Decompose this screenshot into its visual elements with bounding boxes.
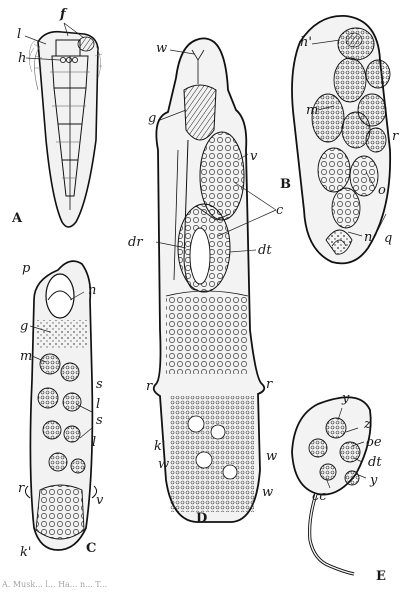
label-b-q: q: [384, 232, 392, 245]
label-d-w-right: w: [266, 450, 277, 463]
figure-a-drawing: [25, 23, 102, 227]
figure-e-label: E: [376, 570, 386, 583]
label-c-p: p: [22, 262, 30, 275]
label-d-v: v: [250, 150, 257, 163]
label-c-s-2: s: [96, 414, 103, 427]
figure-d-drawing: [154, 38, 276, 522]
label-d-k-prime: k': [154, 440, 165, 453]
label-c-k-prime: k': [20, 546, 31, 559]
label-e-y-top: y: [342, 392, 349, 405]
label-b-o: o: [378, 184, 386, 197]
label-a-h: h: [18, 52, 26, 65]
label-e-oe: oe: [366, 436, 382, 449]
figure-c-drawing: [25, 261, 96, 550]
label-b-r: r: [392, 130, 398, 143]
label-c-l-2: l: [92, 436, 96, 449]
label-e-cc: cc: [312, 490, 327, 503]
label-c-n: n: [88, 284, 96, 297]
figure-b-label: B: [280, 178, 291, 191]
label-e-dt: dt: [368, 456, 382, 469]
label-a-l: l: [17, 28, 21, 41]
figure-a-label: A: [12, 212, 22, 225]
label-c-g: g: [20, 320, 28, 333]
label-b-m: m: [306, 104, 318, 117]
label-c-l-1: l: [96, 398, 100, 411]
label-c-r: r: [18, 482, 24, 495]
figure-b-drawing: [292, 16, 390, 264]
label-c-s-1: s: [96, 378, 103, 391]
label-d-dr: dr: [128, 236, 143, 249]
label-d-w-bottom: w: [262, 486, 273, 499]
label-d-r-right: r: [266, 378, 272, 391]
label-e-y-bottom: y: [370, 474, 377, 487]
label-d-w: w: [156, 42, 167, 55]
label-d-dt: dt: [258, 244, 272, 257]
label-a-f: f: [60, 8, 66, 21]
label-c-m: m: [20, 350, 32, 363]
label-c-v: v: [96, 494, 103, 507]
label-d-g: g: [148, 112, 156, 125]
figure-c-label: C: [86, 542, 96, 555]
plate-caption: A. Musk... l... Ha... n... T...: [2, 580, 107, 589]
figure-e-drawing: [292, 397, 371, 574]
figure-d-label: D: [196, 512, 207, 525]
label-d-c: c: [276, 204, 283, 217]
label-d-w-left: w: [158, 458, 169, 471]
label-d-r-left: r: [146, 380, 152, 393]
label-e-z: z: [364, 418, 371, 431]
label-b-n: n: [364, 231, 372, 244]
label-b-h-prime: h': [300, 36, 312, 49]
